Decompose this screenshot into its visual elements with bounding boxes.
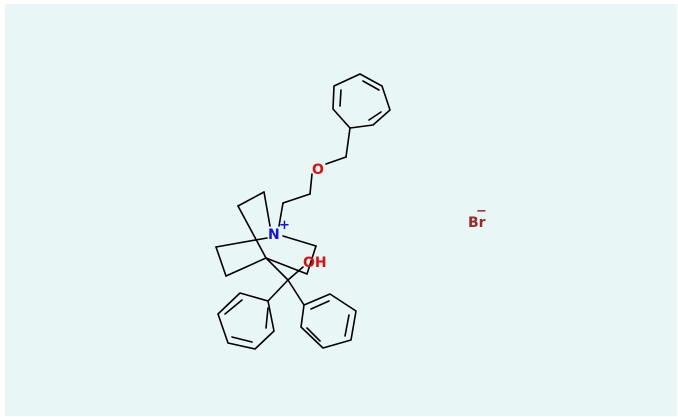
ether-oxygen-label: O bbox=[312, 162, 324, 178]
quinuclidine-cage bbox=[215, 191, 317, 277]
bond-ring-ch2 bbox=[345, 127, 351, 158]
bromide-label: Br bbox=[468, 215, 486, 231]
bond-carbinol-oh bbox=[287, 266, 304, 281]
bond-skeleton bbox=[215, 73, 391, 350]
bond-ch2-o bbox=[325, 156, 347, 165]
right-phenyl-ring bbox=[300, 293, 357, 349]
bond-ch2-n bbox=[278, 202, 284, 227]
molecule-canvas bbox=[5, 4, 677, 416]
nitrogen-label: N bbox=[268, 227, 280, 243]
benzyl-phenyl-ring bbox=[332, 73, 391, 129]
bromide-charge: − bbox=[476, 204, 487, 219]
bond-ch2-ch2 bbox=[282, 193, 311, 204]
bond-cage-carbinol bbox=[265, 257, 289, 281]
bond-carbinol-phenyl-left bbox=[267, 279, 289, 302]
left-phenyl-ring bbox=[217, 292, 275, 350]
hydroxyl-label: OH bbox=[303, 255, 327, 271]
bond-carbinol-phenyl-right bbox=[287, 279, 305, 306]
bond-o-ch2 bbox=[309, 173, 313, 195]
nitrogen-charge: + bbox=[279, 218, 290, 233]
